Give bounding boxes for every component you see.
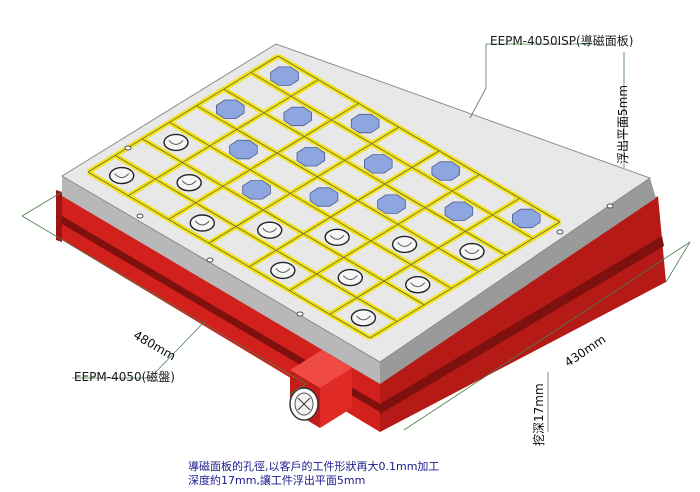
workpiece-pad — [296, 147, 326, 167]
bolt-hole — [136, 213, 144, 219]
workpiece-pad — [229, 139, 258, 160]
workpiece-hole-shadow — [397, 242, 412, 247]
dim-430-line — [403, 241, 691, 431]
connector-box-top — [290, 350, 352, 388]
pole-line-edge — [114, 155, 398, 322]
plate-front-edge — [62, 176, 380, 384]
protrude-dimension-label: 浮出平面5mm — [616, 84, 630, 164]
dim-480-ext-right — [289, 383, 307, 395]
pole-grid-outline — [87, 55, 561, 339]
pole-line-edge — [250, 72, 534, 239]
bolt-hole — [296, 311, 304, 317]
pole-line-edge — [87, 55, 279, 173]
pole-line-edge — [196, 105, 479, 273]
pole-line-edge — [248, 150, 440, 268]
workpiece-pad — [242, 180, 271, 200]
plate-right-edge — [380, 178, 656, 384]
base-groove-right — [380, 236, 664, 414]
workpiece-hole — [270, 261, 296, 280]
sink-depth-dimension-label: 挖深17mm — [532, 383, 546, 446]
workpiece-hole — [109, 166, 135, 185]
bolt-hole — [556, 229, 564, 235]
pole-line-edge — [208, 126, 400, 244]
workpiece-hole-shadow — [262, 227, 278, 233]
leader-chuck — [72, 319, 207, 379]
pole-line-edge — [169, 121, 452, 289]
workpiece-hole — [324, 228, 350, 246]
workpiece-hole — [163, 133, 189, 152]
workpiece-hole-shadow — [181, 180, 197, 186]
pole-line-edge — [289, 174, 480, 291]
bolt-hole — [124, 145, 132, 151]
workpiece-hole — [257, 221, 283, 239]
connector-pin — [297, 397, 311, 411]
workpiece-pad — [309, 187, 339, 207]
base-left-end — [56, 190, 62, 242]
workpiece-hole-shadow — [194, 220, 210, 226]
workpiece-hole-shadow — [464, 249, 480, 255]
pole-line-edge — [223, 88, 506, 256]
dim-480-ext-left — [21, 191, 63, 217]
workpiece-pads — [215, 66, 541, 229]
workpiece-pad — [512, 208, 541, 229]
workpiece-hole-shadow — [168, 140, 184, 145]
workpiece-hole — [337, 268, 363, 287]
dim-430-ext — [665, 241, 691, 283]
workpiece-hole-shadow — [114, 173, 130, 179]
workpiece-hole-shadow — [356, 315, 371, 321]
chuck-model-label: EEPM-4050(磁盤) — [74, 370, 175, 384]
workpiece-holes — [109, 133, 614, 327]
workpiece-pad — [431, 161, 461, 181]
workpiece-pad — [215, 99, 245, 119]
workpiece-hole — [350, 309, 377, 327]
top-plate-model-label: EEPM-4050ISP(導磁面板) — [490, 34, 634, 48]
base-right-face — [380, 196, 666, 432]
workpiece-hole — [459, 242, 485, 261]
note-line-2: 深度約17mm,讓工件浮出平面5mm — [188, 474, 366, 487]
workpiece-pad — [283, 106, 313, 127]
workpiece-hole — [391, 235, 418, 254]
pole-line-edge — [87, 171, 371, 339]
workpiece-hole-shadow — [342, 275, 358, 281]
pole-line-edge — [329, 197, 520, 315]
power-connector — [289, 350, 352, 428]
workpiece-pad — [377, 194, 406, 214]
dim-480-line — [21, 215, 307, 385]
pole-line-edge — [142, 138, 425, 306]
workpiece-hole — [176, 174, 202, 192]
pole-line-edge — [277, 55, 561, 223]
workpiece-hole-shadow — [275, 268, 291, 273]
workpiece-hole — [405, 276, 431, 294]
bolt-hole — [606, 203, 614, 209]
leader-top-plate — [469, 44, 487, 119]
pole-line-edge — [128, 79, 319, 197]
workpiece-pad — [444, 201, 474, 221]
pole-line-edge — [168, 103, 359, 220]
base-groove-front — [62, 216, 380, 412]
workpiece-pad — [363, 154, 393, 174]
workpiece-pad — [350, 113, 380, 134]
note-line-1: 導磁面板的孔徑,以客戶的工件形狀再大0.1mm加工 — [188, 460, 440, 473]
workpiece-hole-shadow — [329, 234, 345, 240]
workpiece-pad — [270, 66, 299, 86]
pole-line-edge — [369, 221, 561, 339]
workpiece-hole-shadow — [410, 282, 426, 288]
bolt-hole — [206, 257, 214, 263]
workpiece-hole — [189, 214, 215, 232]
